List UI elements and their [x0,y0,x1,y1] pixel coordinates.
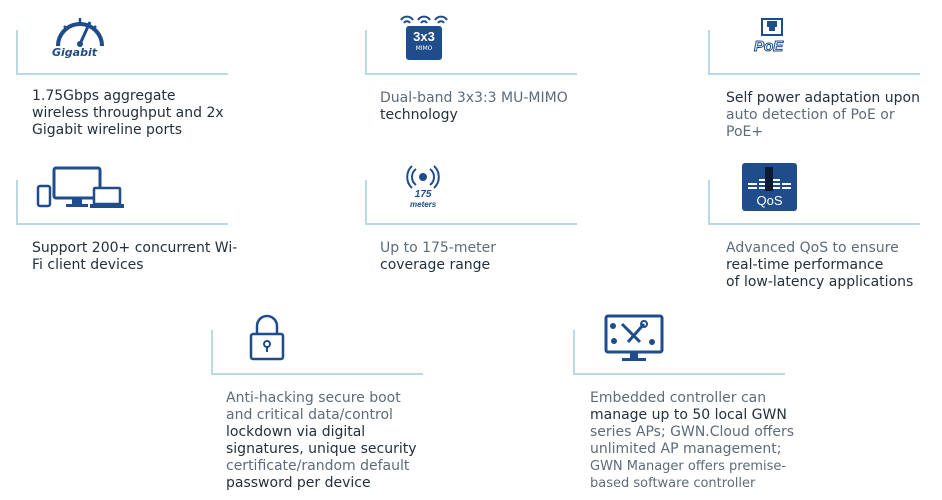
text-line: and critical data/control [226,407,393,423]
feature-text: Self power adaptation upon auto detectio… [726,90,920,141]
feature-text: Support 200+ concurrent Wi- Fi client de… [32,240,237,274]
feature-text: Up to 175-meter coverage range [380,240,496,274]
text-line: series APs; GWN.Cloud offers [590,424,795,440]
text-line: Support 200+ concurrent Wi- [32,240,238,256]
text-line: wireless throughput and 2x [32,105,224,121]
divider-horizontal [16,223,228,225]
text-line: Gigabit wireline ports [32,122,183,138]
text-line: Embedded controller can [590,390,767,406]
text-line: lockdown via digital [226,424,366,440]
coverage-range-label: 175 meters [410,189,437,210]
divider-vertical [708,30,710,74]
divider-vertical [211,330,213,374]
text-line: real-time performance [726,257,884,273]
poe-icon: PoE [753,38,784,56]
divider-horizontal [211,373,423,375]
feature-text: 1.75Gbps aggregate wireless throughput a… [32,88,224,139]
text-line: based software controller [590,476,756,491]
divider-vertical [365,180,367,224]
qos-icon-label: QoS [756,193,783,208]
divider-horizontal [573,373,785,375]
text-line: coverage range [380,257,491,273]
divider-horizontal [708,223,920,225]
equalizer-bars-icon [748,167,791,191]
feature-text: Embedded controller can manage up to 50 … [590,390,794,492]
text-line: Anti-hacking secure boot [226,390,401,406]
text-line: Up to 175-meter [380,240,496,256]
mimo-icon-label: 3x3 [413,29,435,44]
text-line: Dual-band 3x3:3 MU-MIMO [380,90,568,106]
text-line: auto detection of PoE or [726,107,895,123]
divider-vertical [16,30,18,74]
text-line: of low-latency applications [726,274,914,290]
ethernet-port-icon [761,18,783,36]
divider-horizontal [16,73,228,75]
mimo-icon-sublabel: MIMO [415,45,433,52]
text-line: unlimited AP management; [590,441,782,457]
text-line: Advanced QoS to ensure [726,240,899,256]
mimo-wifi-waves-icon [400,15,448,24]
devices-icon [36,166,124,208]
text-line: Self power adaptation upon [726,90,920,106]
divider-vertical [16,180,18,224]
text-line: technology [380,107,458,123]
text-line: signatures, unique security [226,441,417,457]
feature-text: Anti-hacking secure boot and critical da… [226,390,417,492]
divider-horizontal [708,73,920,75]
divider-horizontal [365,73,577,75]
mimo-3x3-icon: 3x3 MIMO [406,26,442,60]
divider-vertical [708,180,710,224]
text-line: 1.75Gbps aggregate [32,88,176,104]
coverage-distance-unit: meters [410,200,437,209]
broadcast-waves-icon [406,165,440,189]
coverage-distance-value: 175 [414,189,432,200]
lock-icon [249,314,285,361]
text-line: PoE+ [726,124,764,140]
text-line: password per device [226,475,371,491]
text-line: GWN Manager offers premise- [590,459,787,474]
divider-vertical [573,330,575,374]
divider-vertical [365,30,367,74]
gigabit-icon-label: Gigabit [52,46,97,59]
qos-icon: QoS [742,163,797,211]
feature-text: Dual-band 3x3:3 MU-MIMO technology [380,90,568,124]
controller-monitor-icon [604,314,664,361]
feature-text: Advanced QoS to ensure real-time perform… [726,240,913,291]
text-line: certificate/random default [226,458,410,474]
divider-horizontal [365,223,577,225]
gigabit-speedometer-icon [56,18,104,47]
text-line: Fi client devices [32,257,144,273]
text-line: manage up to 50 local GWN [590,407,787,423]
